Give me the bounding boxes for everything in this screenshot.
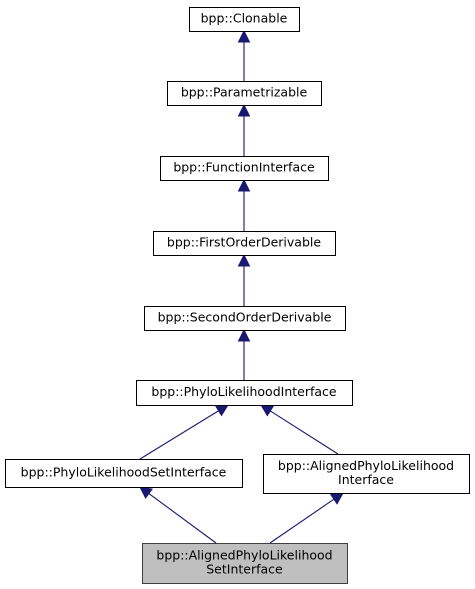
node-label-line: bpp::PhyloLikelihoodInterface	[151, 384, 336, 399]
node-second-order-derivable[interactable]: bpp::SecondOrderDerivable	[144, 306, 346, 331]
nodes-layer: bpp::Clonablebpp::Parametrizablebpp::Fun…	[5, 7, 470, 584]
node-box	[160, 156, 329, 181]
edge-aligned-phylo-likelihood-set-interface-to-aligned-phylo-likelihood-interface	[269, 492, 344, 544]
edge-aligned-phylo-likelihood-set-interface-to-phylo-likelihood-set-interface	[139, 486, 217, 544]
arrowhead	[260, 404, 275, 417]
arrowhead	[214, 404, 229, 417]
arrowhead	[237, 328, 251, 342]
edges-layer	[139, 29, 344, 544]
node-parametrizable[interactable]: bpp::Parametrizable	[167, 81, 322, 106]
node-label-line: bpp::Parametrizable	[181, 85, 308, 100]
arrowhead	[329, 492, 344, 505]
node-label-line: bpp::FunctionInterface	[173, 160, 315, 175]
node-label-line: bpp::AlignedPhyloLikelihood	[278, 458, 454, 473]
node-label-line: bpp::FirstOrderDerivable	[167, 235, 321, 250]
node-box	[153, 231, 336, 256]
node-box	[136, 380, 353, 406]
edge-aligned-phylo-likelihood-interface-to-phylo-likelihood-interface	[260, 404, 339, 455]
edge-line	[139, 410, 219, 460]
arrowhead	[237, 29, 251, 43]
node-phylo-likelihood-set-interface[interactable]: bpp::PhyloLikelihoodSetInterface	[5, 459, 243, 488]
node-clonable[interactable]: bpp::Clonable	[189, 7, 300, 32]
edge-line	[148, 493, 217, 544]
node-label-line: bpp::Clonable	[201, 11, 288, 26]
edge-phylo-likelihood-interface-to-second-order-derivable	[237, 328, 251, 380]
edge-phylo-likelihood-set-interface-to-phylo-likelihood-interface	[139, 404, 229, 460]
node-box	[167, 81, 322, 106]
arrowhead	[237, 103, 251, 117]
arrowhead	[237, 253, 251, 267]
node-box	[263, 454, 470, 494]
node-box	[142, 543, 348, 584]
node-box	[5, 459, 243, 488]
node-first-order-derivable[interactable]: bpp::FirstOrderDerivable	[153, 231, 336, 256]
edge-line	[269, 410, 339, 455]
node-box	[144, 306, 346, 331]
node-label-line: Interface	[338, 472, 394, 487]
node-label-line: SetInterface	[206, 562, 283, 577]
arrowhead	[139, 486, 154, 499]
arrowhead	[237, 178, 251, 192]
node-box	[189, 7, 300, 32]
edge-function-interface-to-parametrizable	[237, 103, 251, 156]
edge-second-order-derivable-to-first-order-derivable	[237, 253, 251, 306]
edge-parametrizable-to-clonable	[237, 29, 251, 81]
node-label-line: bpp::SecondOrderDerivable	[158, 310, 332, 325]
node-label-line: bpp::AlignedPhyloLikelihood	[156, 548, 332, 563]
node-phylo-likelihood-interface[interactable]: bpp::PhyloLikelihoodInterface	[136, 380, 353, 406]
edge-line	[269, 498, 335, 544]
node-label-line: bpp::PhyloLikelihoodSetInterface	[21, 465, 227, 480]
node-function-interface[interactable]: bpp::FunctionInterface	[160, 156, 329, 181]
edge-first-order-derivable-to-function-interface	[237, 178, 251, 231]
